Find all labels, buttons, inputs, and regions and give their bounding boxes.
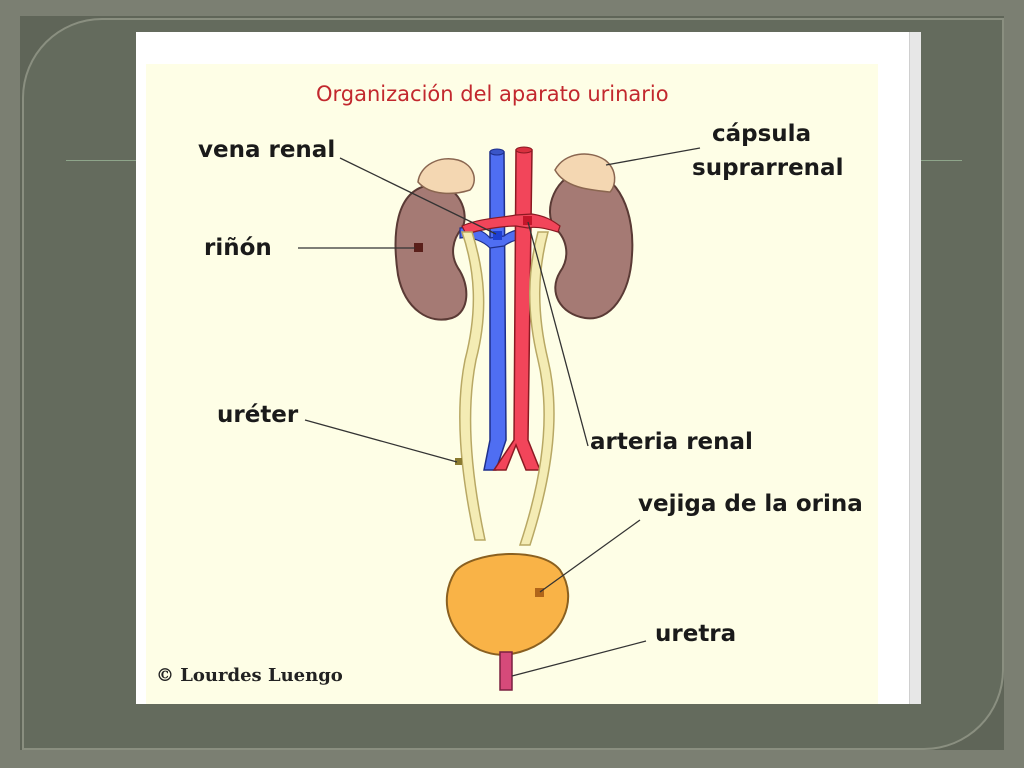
right-ureter [518,231,555,546]
leader-arteria-renal [527,221,589,447]
left-adrenal-capsule [417,158,475,195]
bladder [445,553,570,656]
marker-vein [493,231,502,240]
diagram-title: Organización del aparato urinario [316,82,669,106]
urethra [499,651,513,691]
label-arteria-renal: arteria renal [590,429,753,455]
label-vena-renal: vena renal [198,137,336,163]
vena-cava [483,151,507,471]
slide-accent-line-right [920,160,962,161]
label-rinon: riñón [204,235,272,261]
label-uretra: uretra [655,621,737,647]
marker-kidney [414,243,423,252]
slide-accent-line-left [66,160,136,161]
left-ureter [459,231,486,541]
left-kidney [394,183,468,321]
leader-capsula [605,147,701,166]
leader-vejiga [539,519,641,593]
marker-ureter [455,458,462,465]
marker-bladder [535,588,544,597]
right-kidney [549,170,634,320]
leader-ureter [304,419,458,463]
label-capsula-line1: cápsula [712,121,812,147]
panel-scrollbar[interactable] [909,32,921,704]
marker-artery [523,216,532,225]
copyright-credit: © Lourdes Luengo [156,665,343,686]
label-capsula-line2: suprarrenal [692,155,844,181]
leader-uretra [511,640,647,677]
right-adrenal-capsule [554,153,616,193]
leader-vena-renal [339,157,497,235]
label-ureter: uréter [217,402,299,428]
label-vejiga: vejiga de la orina [638,491,863,517]
